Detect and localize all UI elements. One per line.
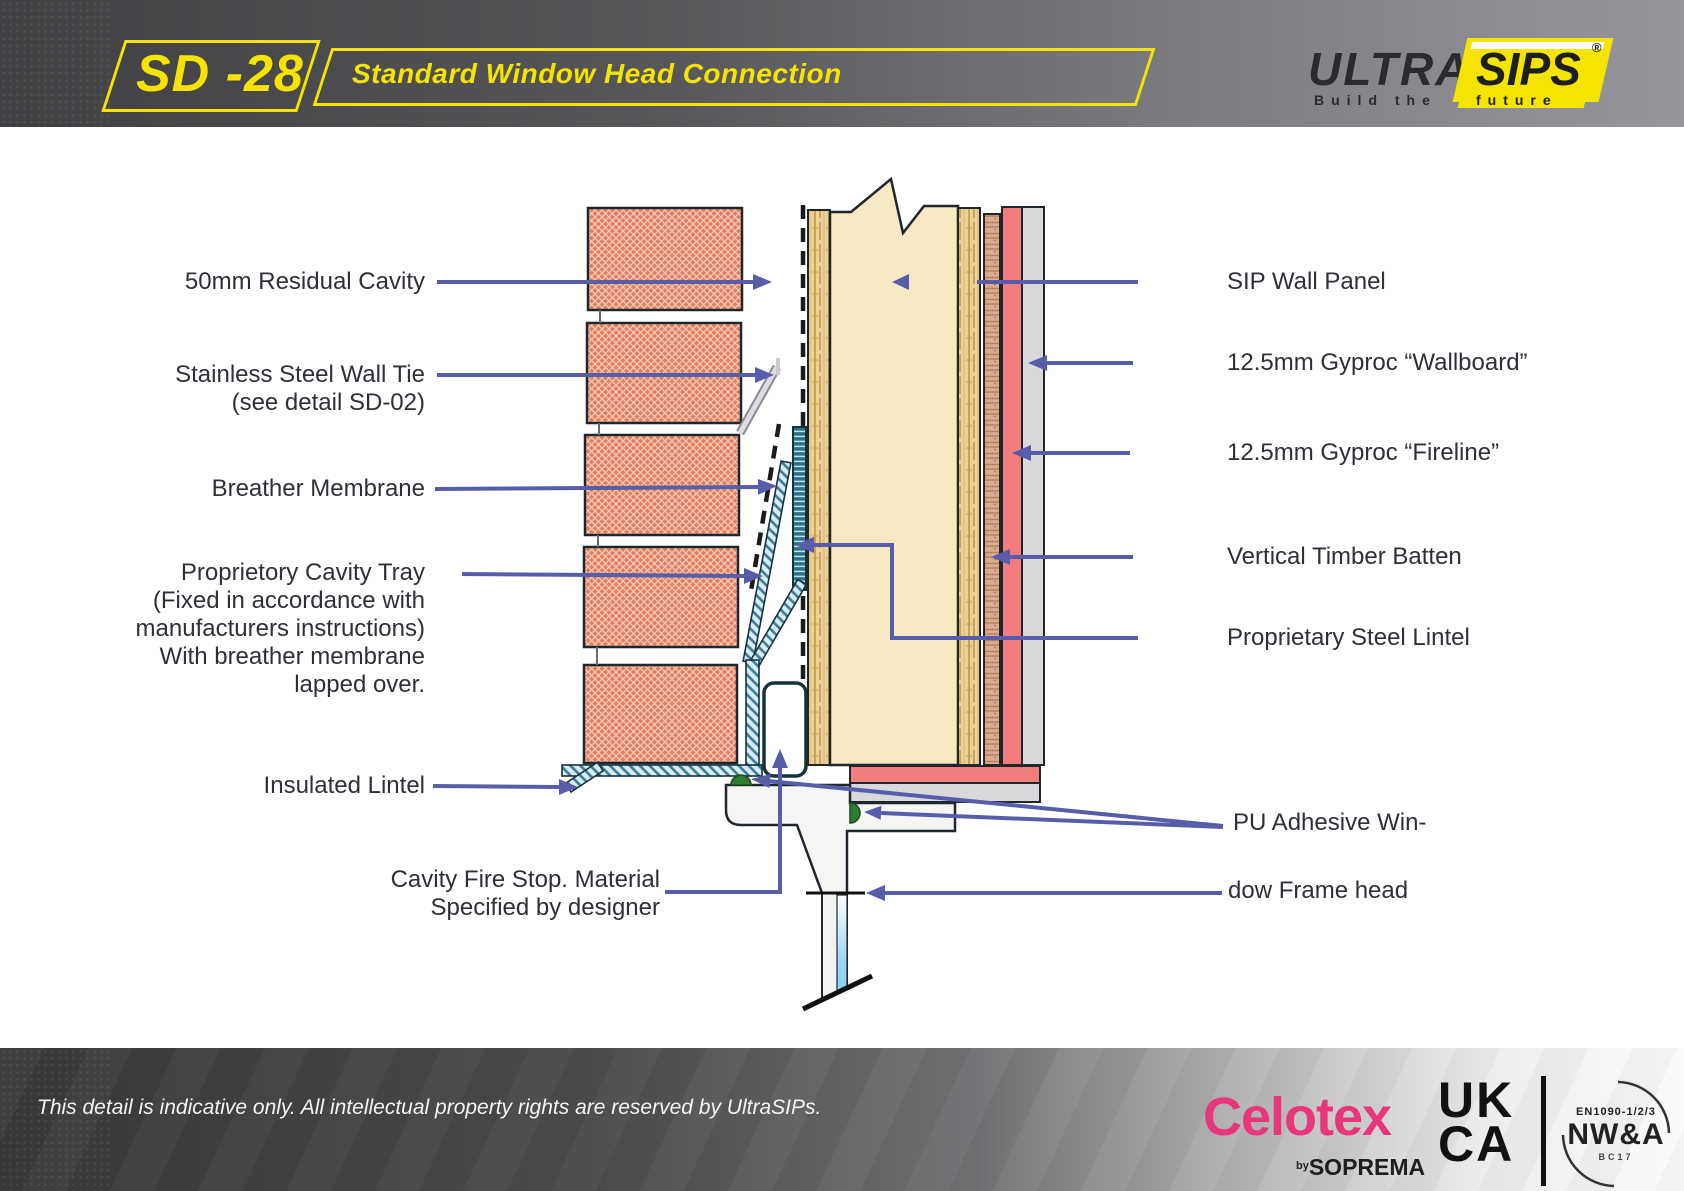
- leader-cavity-tray: [461, 568, 763, 584]
- label-gyproc-wallboard: 12.5mm Gyproc “Wallboard”: [1227, 349, 1528, 376]
- sheet-code: SD -28: [136, 45, 304, 103]
- nwa-certification-mark: EN1090-1/2/3 NW&A BC17: [1556, 1078, 1676, 1190]
- logo-tagline-right: future: [1476, 92, 1558, 108]
- soprema-by-text: by: [1296, 1160, 1309, 1172]
- leader-pu-adhesive: [751, 774, 1224, 829]
- footer-bar: This detail is indicative only. All inte…: [0, 1048, 1684, 1191]
- halftone-texture: [0, 1048, 110, 1191]
- cavity-tray: [742, 460, 808, 769]
- nwa-standard-text: EN1090-1/2/3: [1576, 1106, 1656, 1118]
- nwa-code-text: BC17: [1598, 1152, 1634, 1162]
- sip-osb-outer: [957, 207, 981, 766]
- logo-tagline-left: Build the: [1314, 92, 1437, 108]
- leader-residual-cavity: [437, 274, 772, 290]
- header-bar: SD -28 Standard Window Head Connection U…: [0, 0, 1684, 127]
- nwa-arcs-icon: [1561, 1080, 1671, 1188]
- wall-tie: [736, 358, 781, 436]
- soprema-text: SOPREMA: [1308, 1154, 1426, 1180]
- ukca-divider: [1541, 1076, 1546, 1186]
- soprema-logo: bySOPREMA: [1296, 1154, 1425, 1181]
- soffit-boards: [849, 765, 1041, 803]
- label-wall-tie: Stainless Steel Wall Tie (see detail SD-…: [175, 361, 425, 416]
- leader-breather-membrane: [434, 479, 777, 495]
- sip-osb-inner: [807, 209, 831, 766]
- registered-mark-icon: ®: [1592, 40, 1602, 55]
- leader-timber-batten: [991, 549, 1133, 565]
- label-frame-head: dow Frame head: [1228, 877, 1409, 904]
- label-gyproc-fireline: 12.5mm Gyproc “Fireline”: [1227, 439, 1500, 466]
- glazing: [836, 894, 848, 993]
- disclaimer-text: This detail is indicative only. All inte…: [37, 1096, 822, 1119]
- leader-gyproc-fireline: [1012, 445, 1130, 461]
- logo-ultra-text: ULTRA: [1308, 43, 1471, 95]
- halftone-texture: [0, 0, 110, 127]
- ukca-mark: UK CA: [1438, 1072, 1515, 1172]
- window-frame-stem: [801, 891, 874, 1012]
- label-sip-wall-panel: SIP Wall Panel: [1227, 268, 1386, 295]
- pu-adhesive-beads: [730, 774, 861, 824]
- insulated-lintel-strip: [561, 760, 763, 794]
- label-timber-batten: Vertical Timber Batten: [1227, 543, 1462, 570]
- label-cavity-fire-stop: Cavity Fire Stop. Material Specified by …: [390, 866, 660, 921]
- brick-outer-leaf: [582, 206, 744, 765]
- break-line: [801, 973, 874, 1012]
- sip-core: [828, 176, 960, 767]
- sheet-title: Standard Window Head Connection: [352, 58, 842, 89]
- nwa-name-text: NW&A: [1567, 1118, 1665, 1151]
- leader-wall-tie: [437, 367, 774, 383]
- label-breather-membrane: Breather Membrane: [211, 475, 425, 502]
- sip-wall-panel: [807, 176, 981, 767]
- timber-batten: [983, 213, 1001, 766]
- label-steel-lintel: Proprietary Steel Lintel: [1227, 624, 1470, 651]
- footer-stripe-texture: [0, 1048, 1684, 1191]
- leader-cavity-fire-stop: [665, 749, 788, 894]
- mortar-joint-ticks: [596, 310, 601, 665]
- label-cavity-tray: Proprietory Cavity Tray (Fixed in accord…: [135, 559, 425, 698]
- steel-lintel-bar: [792, 426, 807, 591]
- leader-gyproc-wallboard: [1028, 355, 1133, 371]
- gyproc-wallboard-board: [1021, 206, 1045, 766]
- gyproc-fireline-board: [1001, 206, 1023, 766]
- cavity-fire-stop: [762, 681, 808, 778]
- label-insulated-lintel: Insulated Lintel: [263, 772, 425, 799]
- label-pu-adhesive: PU Adhesive Win-: [1233, 809, 1427, 836]
- leader-sip-wall-panel: [892, 274, 1138, 290]
- ultrasips-logo: ULTRA SIPS ® Build the future: [1300, 38, 1660, 110]
- celotex-logo: Celotex: [1203, 1087, 1392, 1147]
- leader-frame-head: [866, 885, 1222, 901]
- leader-insulated-lintel: [432, 779, 578, 795]
- label-residual-cavity: 50mm Residual Cavity: [184, 268, 425, 295]
- leader-steel-lintel: [795, 537, 1138, 640]
- logo-sips-text: SIPS: [1476, 43, 1581, 95]
